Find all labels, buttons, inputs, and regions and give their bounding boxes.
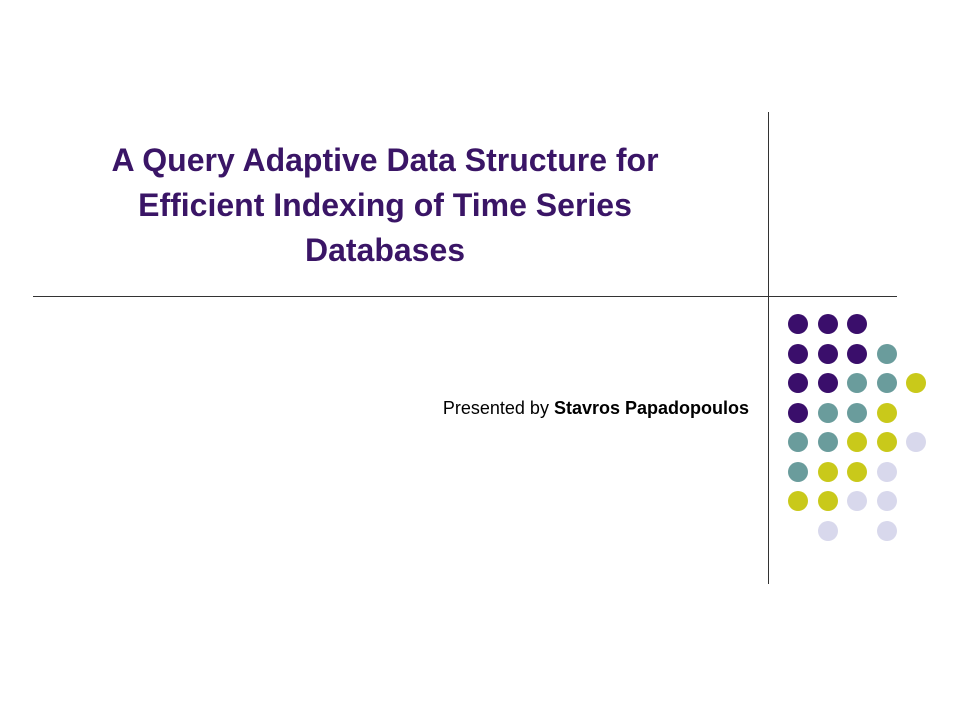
decorative-dot [817,343,838,364]
decorative-dot [847,373,867,393]
decorative-dot [817,491,838,511]
decorative-dot [876,373,897,393]
decorative-dot [876,402,897,423]
decorative-dot [847,314,867,334]
decorative-dot [817,432,838,452]
subtitle-prefix: Presented by [442,398,554,418]
decorative-dot [788,461,808,482]
decorative-dot [906,373,926,393]
decorative-dot [788,314,808,334]
decorative-dot [788,343,808,364]
slide-title-line-1: A Query Adaptive Data Structure for [111,142,659,178]
decorative-dot [788,402,808,423]
decorative-dot [847,461,867,482]
slide-subtitle: Presented by Stavros Papadopoulos [0,398,749,419]
decorative-dot [876,432,897,452]
decorative-dot [876,461,897,482]
vertical-divider [768,112,769,584]
slide-title-line-2: Efficient Indexing of Time Series [138,187,632,223]
presenter-name: Stavros Papadopoulos [553,398,749,418]
decorative-dot [817,461,838,482]
slide-title-line-3: Databases [304,232,466,268]
decorative-dot [788,432,808,452]
slide-title: A Query Adaptive Data Structure for Effi… [40,138,730,273]
decorative-dot [876,491,897,511]
decorative-dot [817,314,838,334]
decorative-dot [817,402,838,423]
decorative-dot [876,343,897,364]
decorative-dot [847,343,867,364]
decorative-dot [817,373,838,393]
decorative-dot [847,432,867,452]
decorative-dot [847,402,867,423]
horizontal-divider [33,296,897,297]
decorative-dot [906,432,926,452]
decorative-dot [817,520,838,541]
decorative-dot [847,491,867,511]
decorative-dot [788,373,808,393]
decorative-dot [876,520,897,541]
decorative-dot [788,491,808,511]
